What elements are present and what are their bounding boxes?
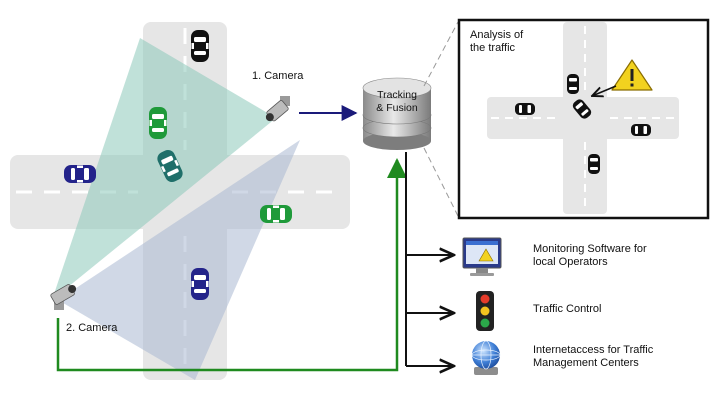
tracking-label-line2: & Fusion <box>376 102 418 114</box>
warning-pointer-arrow <box>592 85 617 96</box>
analysis-label-line1: Analysis of <box>470 29 524 41</box>
globe-icon <box>471 340 501 375</box>
camera1-security-camera-icon <box>265 96 290 122</box>
analysis-inset <box>457 18 710 220</box>
zoom-line-bottom <box>423 147 459 217</box>
car-black-top <box>191 30 209 62</box>
tracking-label-line1: Tracking <box>377 89 417 101</box>
car-green-right <box>260 205 292 223</box>
zoom-line-top <box>423 21 459 87</box>
inset-car-right <box>631 124 651 136</box>
inset-car-top <box>567 74 579 94</box>
internet-label-line2: Management Centers <box>533 357 639 369</box>
output-connectors <box>405 152 454 366</box>
analysis-label-line2: the traffic <box>470 42 516 54</box>
camera2-to-fusion-arrow <box>56 158 407 372</box>
internet-label-line1: Internetaccess for Traffic <box>533 344 654 356</box>
inset-car-left <box>515 103 535 115</box>
car-blue-left <box>64 165 96 183</box>
traffic-control-label: Traffic Control <box>533 303 601 315</box>
camera1-label: 1. Camera <box>252 70 304 82</box>
monitoring-label-line2: local Operators <box>533 256 608 268</box>
monitoring-label-line1: Monitoring Software for <box>533 243 647 255</box>
traffic-light-icon <box>476 291 494 331</box>
tracking-fusion-database-stack-icon <box>362 77 432 150</box>
warning-triangle-icon <box>611 59 653 91</box>
monitor-icon <box>462 237 502 276</box>
car-green-top <box>149 107 167 139</box>
camera2-field-of-view <box>58 140 300 380</box>
intersection-scene <box>10 22 350 380</box>
car-blue-bottom <box>191 268 209 300</box>
camera2-label: 2. Camera <box>66 322 118 334</box>
inset-car-bottom <box>588 154 600 174</box>
camera2-security-camera-icon <box>50 284 77 310</box>
